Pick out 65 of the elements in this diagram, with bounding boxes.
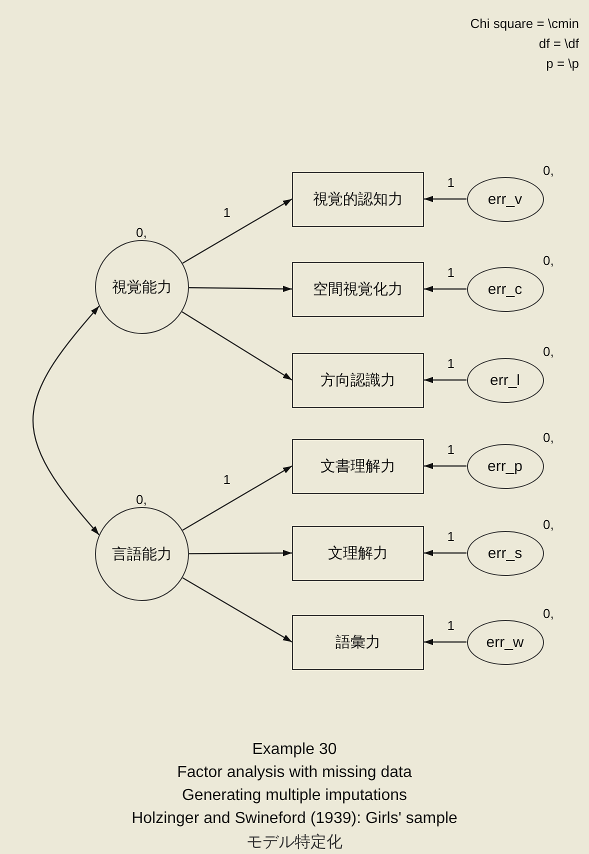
- error-term-ellipse: [466, 358, 544, 402]
- variance-label: 0,: [543, 430, 554, 445]
- arrow: [424, 376, 466, 384]
- arrow: [424, 550, 466, 556]
- variable-name: 視覚能力: [112, 278, 172, 296]
- variable-name: err_l: [490, 372, 520, 388]
- variable-name: 空間視覚化力: [313, 280, 403, 298]
- edge-label: 1: [447, 442, 454, 457]
- variance-label: 0,: [543, 344, 554, 359]
- fit-statistic: df = \df: [538, 35, 579, 53]
- error-term-ellipse: [466, 620, 544, 664]
- observed-variable-box: [292, 438, 424, 494]
- latent-variable-circle: [95, 507, 189, 601]
- edge-label: 1: [223, 205, 230, 220]
- variance-label: 0,: [543, 517, 554, 532]
- variance-label: 0,: [543, 606, 554, 621]
- observed-variable-box: [292, 172, 424, 226]
- arrow: [424, 196, 466, 202]
- variable-name: err_c: [488, 280, 522, 298]
- observed-variable-box: [292, 352, 424, 408]
- arrow: [424, 462, 466, 470]
- variable-name: err_v: [488, 190, 522, 208]
- edge-label: 1: [447, 618, 454, 633]
- variable-name: 語彙力: [336, 632, 380, 652]
- arrow: [189, 550, 292, 556]
- edge-label: 1: [447, 175, 454, 190]
- variable-name: err_s: [488, 544, 522, 562]
- fit-statistic: Chi square = \cmin: [470, 15, 579, 33]
- error-term-ellipse: [466, 530, 544, 576]
- edge-label: 1: [447, 265, 454, 280]
- error-term-ellipse: [466, 444, 544, 488]
- double-headed-arrow: [32, 306, 100, 536]
- error-term-ellipse: [466, 266, 544, 312]
- observed-variable-box: [292, 262, 424, 316]
- arrow: [182, 311, 292, 380]
- variable-name: 視覚的認知力: [313, 190, 403, 208]
- arrow: [182, 577, 292, 643]
- edge-label: 1: [447, 529, 454, 544]
- caption-line: Generating multiple imputations: [180, 786, 408, 806]
- variable-name: err_w: [486, 634, 524, 650]
- edge-label: 1: [447, 356, 454, 371]
- variance-label: 0,: [543, 253, 554, 268]
- variable-name: 文理解力: [328, 544, 388, 562]
- arrow: [182, 465, 292, 531]
- variable-name: 言語能力: [112, 544, 172, 564]
- fit-statistic: p = \p: [545, 55, 579, 73]
- observed-variable-box: [292, 526, 424, 580]
- caption-line: Holzinger and Swineford (1939): Girls' sample: [130, 809, 458, 829]
- arrow: [188, 286, 292, 292]
- arrow: [182, 198, 292, 264]
- arrow: [424, 286, 466, 292]
- latent-variable-circle: [95, 240, 189, 334]
- variance-label: 0,: [136, 492, 147, 507]
- diagram-title: Example 30: [251, 740, 338, 760]
- edge-label: 1: [223, 472, 230, 488]
- variable-name: 文書理解力: [320, 456, 396, 476]
- variable-name: err_p: [487, 458, 523, 474]
- observed-variable-box: [292, 614, 424, 670]
- variance-label: 0,: [543, 163, 554, 178]
- caption-line: Factor analysis with missing data: [176, 763, 413, 783]
- error-term-ellipse: [466, 176, 544, 222]
- arrow: [424, 638, 466, 646]
- variable-name: 方向認識力: [320, 370, 396, 390]
- caption-line: モデル特定化: [246, 831, 344, 853]
- variance-label: 0,: [136, 225, 147, 240]
